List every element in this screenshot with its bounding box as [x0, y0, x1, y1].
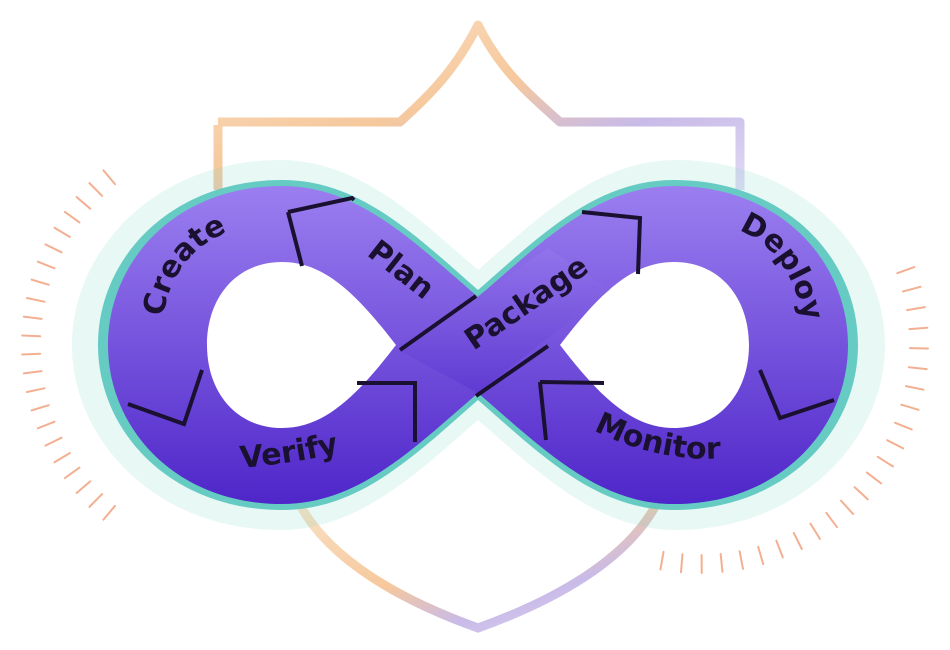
tick-mark	[825, 511, 839, 529]
tick-mark	[75, 195, 92, 210]
shield-icon	[213, 20, 745, 633]
tick-mark	[908, 326, 929, 331]
tick-mark	[53, 226, 71, 238]
tick-mark	[906, 306, 926, 312]
tick-mark	[902, 285, 922, 293]
tick-mark	[900, 403, 920, 411]
tick-mark	[22, 370, 43, 375]
tick-mark	[102, 169, 117, 186]
tick-mark	[719, 552, 724, 573]
tick-mark	[30, 404, 50, 412]
tick-mark	[876, 455, 894, 468]
tick-mark	[75, 480, 92, 495]
tick-mark	[53, 452, 71, 464]
tick-mark	[896, 266, 916, 275]
decorative-ticks-left	[21, 169, 117, 521]
tick-mark	[886, 439, 905, 450]
tick-mark	[44, 243, 63, 254]
tick-mark	[25, 387, 46, 394]
tick-mark	[907, 366, 928, 371]
tick-mark	[21, 352, 42, 356]
tick-mark	[36, 420, 56, 430]
tick-mark	[88, 182, 104, 197]
tick-mark	[44, 436, 63, 447]
tick-mark	[102, 504, 117, 521]
tick-mark	[839, 499, 855, 515]
tick-mark	[30, 278, 50, 286]
tick-mark	[63, 466, 81, 480]
tick-mark	[792, 531, 803, 551]
tick-mark	[894, 421, 913, 431]
tick-mark	[679, 553, 684, 574]
decorative-ticks-right	[659, 266, 929, 574]
tick-mark	[659, 550, 665, 571]
tick-mark	[63, 210, 81, 224]
tick-mark	[775, 539, 784, 559]
tick-mark	[88, 493, 104, 508]
tick-mark	[738, 550, 744, 570]
tick-mark	[25, 296, 46, 303]
tick-mark	[21, 334, 42, 338]
tick-mark	[809, 522, 821, 540]
tick-mark	[36, 260, 56, 270]
tick-mark	[757, 545, 765, 566]
tick-mark	[853, 486, 869, 501]
tick-mark	[865, 471, 883, 485]
tick-mark	[22, 315, 43, 320]
tick-mark	[904, 385, 925, 391]
infinity-loop-icon	[72, 160, 885, 530]
